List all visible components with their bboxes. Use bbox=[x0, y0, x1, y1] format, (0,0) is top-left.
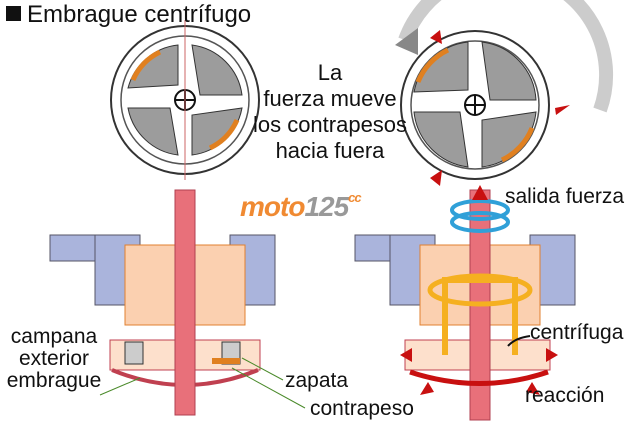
label-line: campana bbox=[10, 325, 98, 348]
outward-arrows bbox=[430, 30, 570, 186]
clutch-section-left bbox=[49, 189, 306, 416]
logo-number: 125 bbox=[304, 191, 349, 222]
caption-line: La bbox=[317, 60, 343, 85]
caption-line: hacia fuera bbox=[275, 138, 385, 163]
label-line: embrague bbox=[6, 369, 102, 392]
label-contrapeso: contrapeso bbox=[310, 397, 414, 420]
clutch-section-right bbox=[354, 185, 576, 421]
label-salida-fuerza: salida fuerza bbox=[505, 185, 625, 208]
label-campana: campana exterior embrague bbox=[4, 326, 104, 392]
label-zapata: zapata bbox=[285, 369, 349, 392]
label-line: exterior bbox=[18, 347, 90, 370]
logo-suffix: cc bbox=[348, 190, 362, 205]
page-title: Embrague centrífugo bbox=[6, 1, 252, 28]
title-text: Embrague centrífugo bbox=[27, 1, 252, 28]
clutch-disc-rest bbox=[110, 20, 260, 180]
label-centrifuga: centrífuga bbox=[530, 321, 624, 344]
caption: La fuerza mueve los contrapesos hacia fu… bbox=[250, 60, 410, 164]
logo-text: moto bbox=[240, 191, 305, 222]
caption-line: los contrapesos bbox=[252, 112, 408, 137]
caption-line: fuerza mueve bbox=[263, 86, 397, 111]
label-reaccion: reacción bbox=[525, 384, 605, 407]
logo: moto125cc bbox=[240, 190, 362, 223]
clutch-disc-spinning bbox=[395, 0, 614, 186]
square-bullet-icon bbox=[6, 6, 21, 21]
